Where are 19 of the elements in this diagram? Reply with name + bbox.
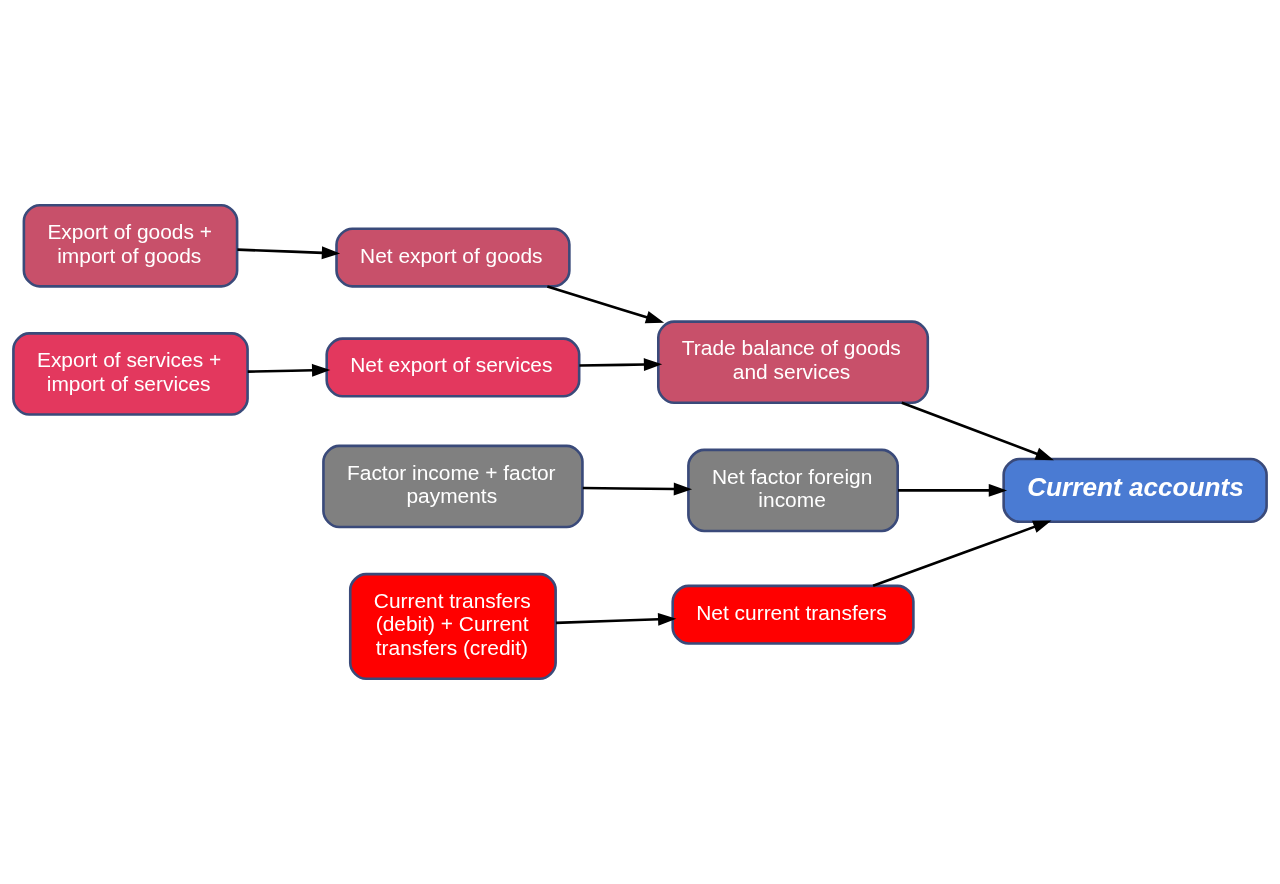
arrow [555, 612, 677, 626]
node-box: Net factor foreign income [687, 448, 899, 533]
arrow [901, 401, 1054, 461]
arrow [582, 482, 693, 496]
arrow [237, 246, 341, 260]
node-box: Current accounts [1002, 457, 1268, 524]
node-box: Current transfers (debit) + Current transfers (credit) [348, 572, 557, 681]
node-box: Factor income + factor payments [322, 444, 584, 529]
arrow [579, 358, 663, 371]
arrow [546, 285, 665, 324]
arrow [247, 363, 331, 377]
node-box: Export of services + import of services [12, 332, 249, 416]
node-box: Export of goods + import of goods [22, 203, 239, 288]
node-box: Net export of services [325, 337, 581, 398]
node-box: Net export of goods [335, 227, 571, 288]
arrow [872, 520, 1052, 588]
arrow [898, 483, 1008, 497]
node-box: Net current transfers [671, 584, 915, 645]
node-box: Trade balance of goods and services [657, 320, 930, 405]
